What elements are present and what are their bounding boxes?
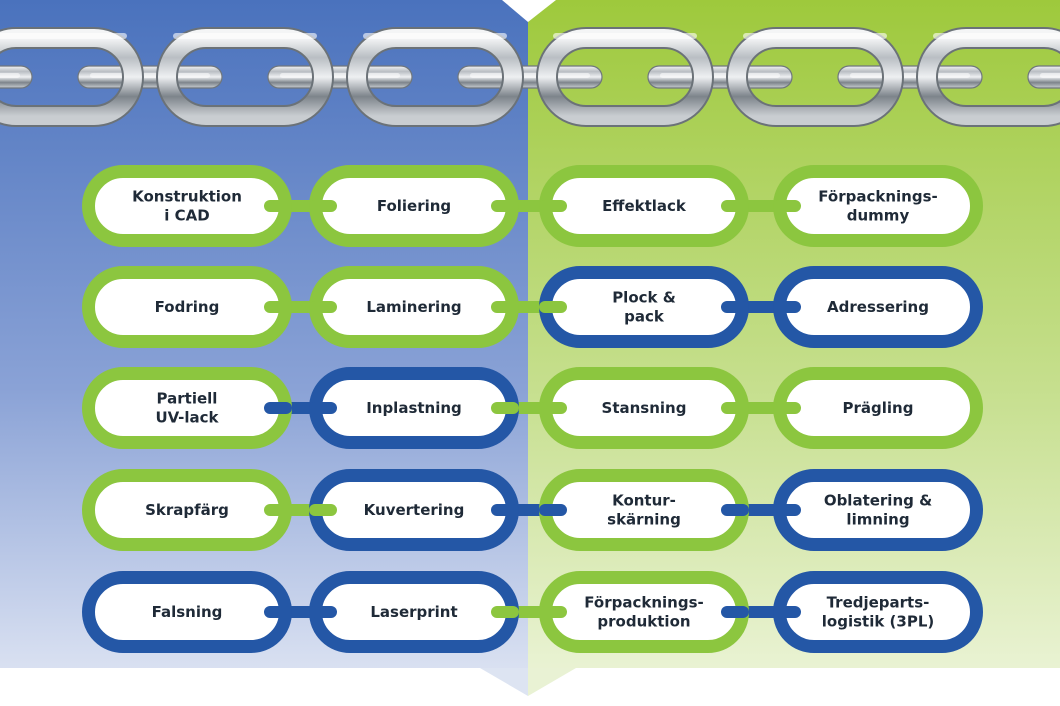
chain-link-laserprint: Laserprint — [309, 571, 519, 653]
chain-link-label: Partiell — [157, 390, 218, 408]
chain-side-link — [457, 65, 603, 89]
chain-link-foliering: Foliering — [309, 165, 519, 247]
chain-link-label: Adressering — [827, 298, 929, 316]
chain-row-4: Skrapfärg Kuvertering Kontur-skärning Oblat… — [82, 469, 983, 551]
chain-link-label: Förpacknings- — [818, 188, 937, 206]
chain-link-label: Plock & — [612, 289, 676, 307]
chain-link-label: Förpacknings- — [584, 594, 703, 612]
chain-link-label: Falsning — [152, 603, 223, 621]
chain-link-effektlack: Effektlack — [539, 165, 749, 247]
chain-link-label: pack — [624, 308, 665, 326]
chain-link-pragling: Prägling — [773, 367, 983, 449]
metal-chain-illustration — [0, 27, 1060, 127]
chain-link-adressering: Adressering — [773, 266, 983, 348]
chain-side-link — [1027, 65, 1060, 89]
chain-link-fodring: Fodring — [82, 266, 292, 348]
chain-link-laminering: Laminering — [309, 266, 519, 348]
chain-link-forpacknings-produktion: Förpacknings-produktion — [539, 571, 749, 653]
chain-link-kuvertering: Kuvertering — [309, 469, 519, 551]
blue-tab-notch — [480, 668, 528, 696]
chain-face-link — [916, 27, 1060, 127]
chain-link-tredjeparts-logistik-3pl: Tredjeparts-logistik (3PL) — [773, 571, 983, 653]
chain-link-label: Stansning — [602, 399, 687, 417]
chain-side-link — [267, 65, 413, 89]
chain-side-link — [77, 65, 223, 89]
chain-side-link — [0, 65, 33, 89]
chain-link-label: Kuvertering — [364, 501, 465, 519]
chain-link-label: Laserprint — [370, 603, 457, 621]
chain-link-forpacknings-dummy: Förpacknings-dummy — [773, 165, 983, 247]
chain-link-kontur-skarning: Kontur-skärning — [539, 469, 749, 551]
chain-link-label: Oblatering & — [824, 492, 932, 510]
chain-link-label: Foliering — [377, 197, 451, 215]
chain-side-link — [837, 65, 983, 89]
chain-side-link — [647, 65, 793, 89]
chain-link-label: Laminering — [366, 298, 461, 316]
chain-link-label: logistik (3PL) — [822, 613, 934, 631]
chain-link-label: Prägling — [843, 399, 914, 417]
chain-link-plock-pack: Plock &pack — [539, 266, 749, 348]
chain-link-falsning: Falsning — [82, 571, 292, 653]
chain-link-label: Effektlack — [602, 197, 687, 215]
chain-face-link — [536, 27, 714, 127]
chain-link-label: Inplastning — [366, 399, 462, 417]
chain-link-stansning: Stansning — [539, 367, 749, 449]
chain-link-label: Fodring — [155, 298, 220, 316]
chain-link-label: limning — [846, 511, 909, 529]
chain-face-link — [156, 27, 334, 127]
chain-link-label: Skrapfärg — [145, 501, 229, 519]
chain-link-inplastning: Inplastning — [309, 367, 519, 449]
chain-face-link — [346, 27, 524, 127]
chain-link-label: Tredjeparts- — [827, 594, 930, 612]
chain-link-label: Konstruktion — [132, 188, 242, 206]
chain-link-label: produktion — [597, 613, 690, 631]
chain-link-skrapfarg: Skrapfärg — [82, 469, 292, 551]
chain-face-link — [0, 27, 144, 127]
chain-link-label: i CAD — [164, 207, 209, 225]
chain-link-label: UV-lack — [155, 409, 219, 427]
chain-face-link — [726, 27, 904, 127]
green-tab-notch — [528, 668, 576, 696]
chain-row-2: Fodring Laminering Plock &pack Adressering — [82, 266, 983, 348]
chain-link-oblatering-limning: Oblatering &limning — [773, 469, 983, 551]
chain-link-label: skärning — [607, 511, 681, 529]
chain-link-label: Kontur- — [612, 492, 676, 510]
chain-row-5: Falsning Laserprint Förpacknings-produktio… — [82, 571, 983, 653]
chain-link-label: dummy — [847, 207, 910, 225]
